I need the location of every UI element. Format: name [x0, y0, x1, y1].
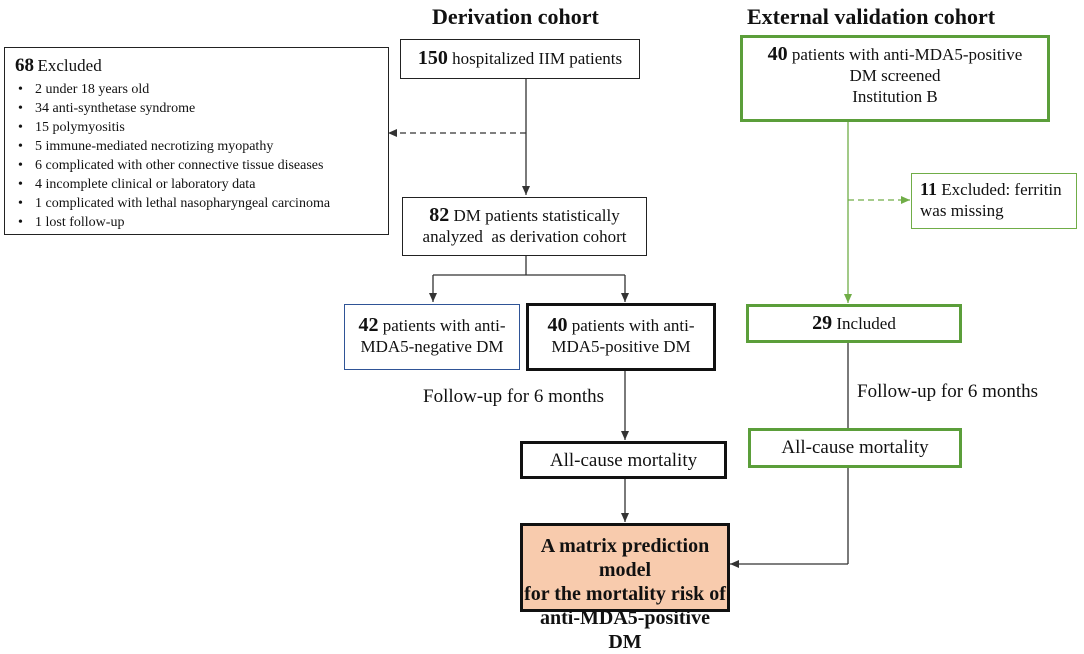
ext-excluded-line2: was missing — [920, 201, 1004, 220]
hospitalized-count: 150 — [417, 47, 448, 69]
ext-screened-line3: Institution B — [852, 87, 938, 106]
mortality-text-external: All-cause mortality — [781, 437, 929, 458]
dm-analyzed-line1: DM patients statistically — [453, 206, 620, 225]
mortality-box-external: All-cause mortality — [748, 428, 962, 468]
dm-analyzed-box: 82 DM patients statistically analyzed as… — [402, 197, 647, 256]
model-line1: A matrix prediction model — [540, 535, 710, 581]
ext-screened-count: 40 — [767, 43, 788, 65]
ext-included-text: Included — [836, 314, 896, 333]
ext-included-count: 29 — [812, 312, 833, 334]
ext-excluded-count: 11 — [920, 179, 938, 199]
external-screened-box: 40 patients with anti-MDA5-positive DM s… — [740, 35, 1050, 122]
negative-line2: MDA5-negative DM — [360, 337, 504, 356]
excluded-item: 1 lost follow-up — [15, 213, 378, 232]
excluded-label: Excluded — [37, 56, 102, 75]
model-line2: for the mortality risk of — [524, 583, 726, 605]
model-line3: anti-MDA5-positive DM — [540, 607, 710, 653]
excluded-item: 2 under 18 years old — [15, 80, 378, 99]
prediction-model-box: A matrix prediction model for the mortal… — [520, 523, 730, 653]
positive-count: 40 — [547, 314, 568, 336]
derivation-cohort-heading: Derivation cohort — [432, 4, 599, 29]
excluded-header: 68 Excluded — [15, 56, 378, 77]
external-included-box: 29 Included — [746, 304, 962, 343]
anti-mda5-positive-box: 40 patients with anti- MDA5-positive DM — [526, 303, 716, 371]
follow-up-label-derivation: Follow-up for 6 months — [423, 386, 605, 407]
dm-analyzed-line2: analyzed as derivation cohort — [422, 227, 627, 246]
hospitalized-box: 150 hospitalized IIM patients — [400, 39, 640, 79]
excluded-item: 5 immune-mediated necrotizing myopathy — [15, 137, 378, 156]
excluded-item: 6 complicated with other connective tiss… — [15, 156, 378, 175]
excluded-list: 2 under 18 years old 34 anti-synthetase … — [15, 80, 378, 232]
mortality-text-derivation: All-cause mortality — [549, 450, 698, 471]
ext-screened-line1: patients with anti-MDA5-positive — [791, 45, 1023, 64]
excluded-count: 68 — [15, 55, 34, 76]
external-excluded-box: 11 Excluded: ferritin was missing — [911, 173, 1077, 229]
follow-up-label-external: Follow-up for 6 months — [857, 381, 1039, 402]
excluded-item: 15 polymyositis — [15, 118, 378, 137]
excluded-item: 4 incomplete clinical or laboratory data — [15, 175, 378, 194]
positive-line1: patients with anti- — [571, 316, 695, 335]
excluded-item: 34 anti-synthetase syndrome — [15, 99, 378, 118]
dm-analyzed-count: 82 — [429, 204, 450, 226]
excluded-item: 1 complicated with lethal nasopharyngeal… — [15, 194, 378, 213]
excluded-box: 68 Excluded 2 under 18 years old 34 anti… — [4, 47, 389, 235]
mortality-box-derivation: All-cause mortality — [520, 441, 727, 479]
anti-mda5-negative-box: 42 patients with anti- MDA5-negative DM — [344, 304, 520, 370]
ext-excluded-line1: Excluded: ferritin — [941, 180, 1062, 199]
external-validation-cohort-heading: External validation cohort — [747, 4, 996, 29]
hospitalized-text: hospitalized IIM patients — [452, 49, 623, 68]
positive-line2: MDA5-positive DM — [551, 337, 691, 356]
negative-line1: patients with anti- — [382, 316, 506, 335]
ext-screened-line2: DM screened — [849, 66, 941, 85]
negative-count: 42 — [358, 314, 379, 336]
